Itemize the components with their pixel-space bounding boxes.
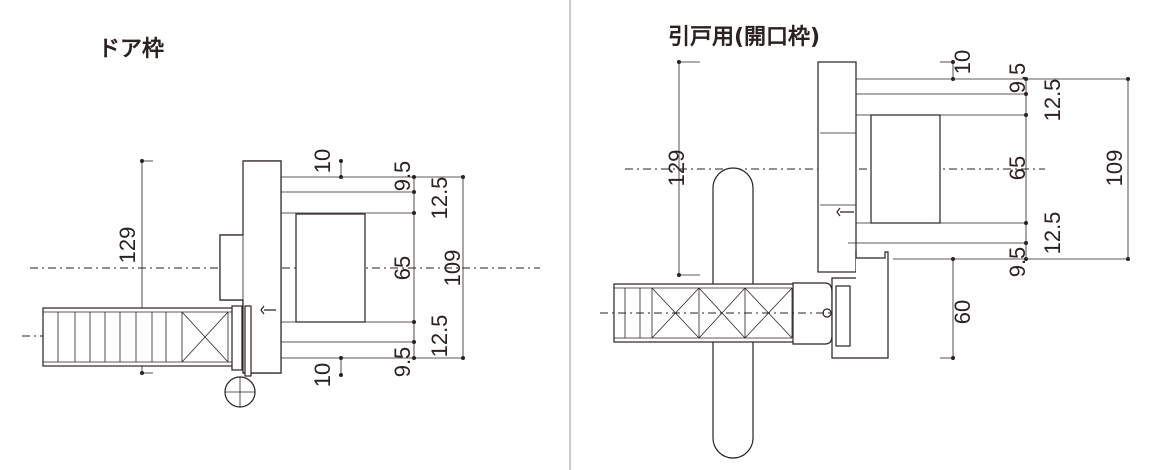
dim-9-5-bottom: 9.5	[1005, 247, 1030, 278]
screw-icon	[260, 305, 276, 315]
dim-60: 60	[950, 300, 975, 324]
dim-129: 129	[664, 150, 689, 187]
left-panel-door-frame: ドア枠 129	[22, 37, 540, 408]
dim-109: 109	[440, 250, 465, 287]
dim-9-5-bottom: 9.5	[390, 347, 415, 378]
wall-stud	[295, 213, 366, 323]
dim-9-5-top: 9.5	[1005, 63, 1030, 94]
dim-12-5-bottom: 12.5	[427, 315, 452, 358]
dim-12-5-bottom: 12.5	[1040, 212, 1065, 255]
door-frame	[219, 160, 282, 408]
dim-10-bottom: 10	[310, 363, 335, 387]
left-title: ドア枠	[98, 37, 164, 62]
right-title: 引戸用(開口枠)	[668, 25, 820, 50]
dim-109: 109	[1102, 150, 1127, 187]
wall-stud	[870, 114, 941, 224]
dim-12-5-top: 12.5	[1040, 79, 1065, 122]
sliding-frame	[817, 61, 889, 359]
dim-10-top: 10	[310, 149, 335, 173]
dim-129: 129	[115, 227, 140, 264]
dim-65: 65	[1005, 156, 1030, 180]
dim-65: 65	[390, 256, 415, 280]
dim-12-5-top: 12.5	[427, 177, 452, 220]
right-panel-sliding-door-frame: 引戸用(開口枠) 129	[600, 25, 1130, 459]
screw-icon	[836, 207, 854, 217]
door-leaf	[42, 305, 244, 371]
dim-9-5-top: 9.5	[390, 161, 415, 192]
dim-10-top: 10	[950, 50, 975, 74]
